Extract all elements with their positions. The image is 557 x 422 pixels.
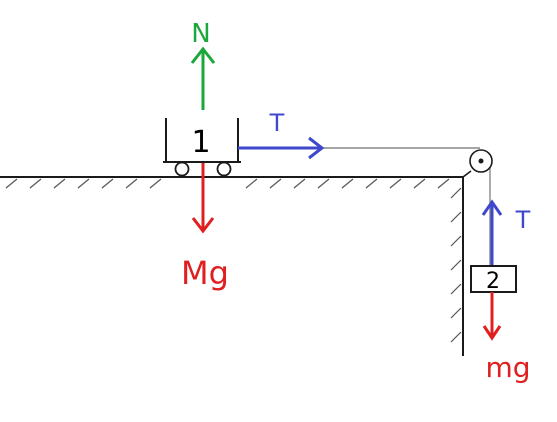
weight-arrow-block-1 (191, 163, 215, 234)
table-surface (0, 176, 463, 189)
tension-label-block-1: T (269, 109, 285, 137)
normal-force-label: N (191, 19, 210, 49)
weight-label-block-1: Mg (181, 254, 229, 292)
block-2: 2 (470, 265, 517, 294)
rope (237, 147, 491, 266)
block-1-label: 1 (191, 125, 210, 160)
normal-force-arrow (190, 46, 216, 110)
tension-arrow-block-2 (481, 199, 503, 265)
block-1: 1 (163, 118, 241, 163)
table-wall (450, 177, 464, 356)
tension-label-block-2: T (515, 206, 531, 234)
pulley-icon (462, 149, 493, 178)
weight-label-block-2: mg (485, 351, 530, 384)
wheel-icon (174, 161, 232, 177)
block-2-label: 2 (486, 269, 500, 294)
weight-arrow-block-2 (482, 292, 502, 341)
tension-arrow-block-1 (238, 136, 325, 160)
